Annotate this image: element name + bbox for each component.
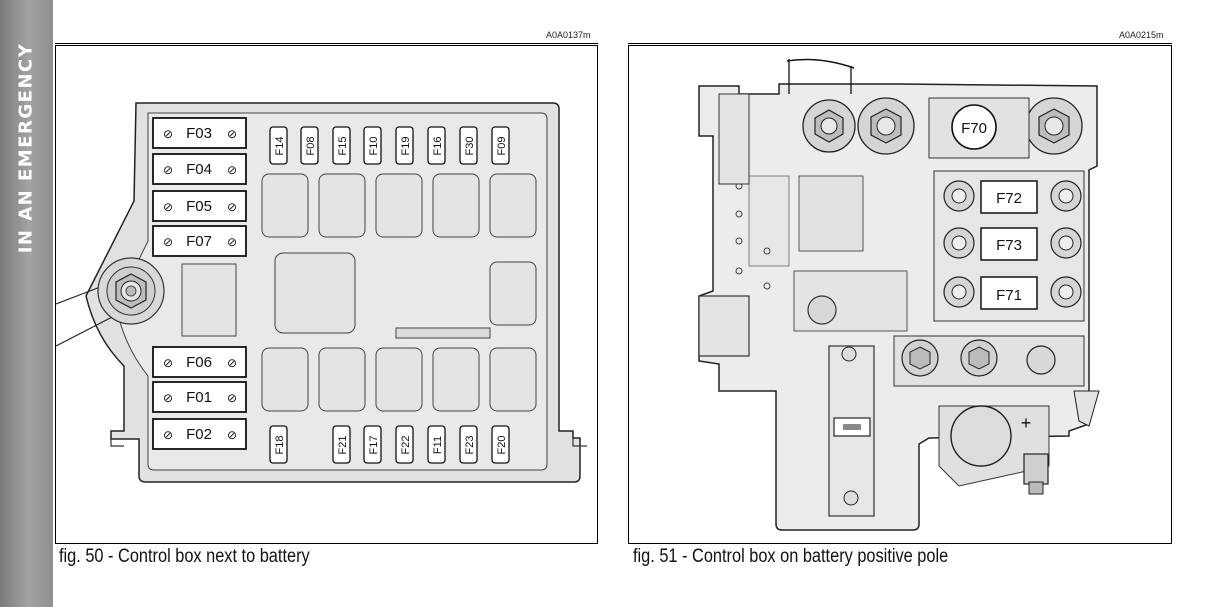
positive-pole-plus: +	[1021, 413, 1032, 433]
svg-text:⊘: ⊘	[227, 428, 237, 442]
fuse-label-f06: F06	[186, 354, 212, 371]
svg-text:⊘: ⊘	[227, 235, 237, 249]
fuse-label-f10: F10	[368, 137, 380, 156]
svg-text:⊘: ⊘	[227, 163, 237, 177]
fuse-label-f07: F07	[186, 233, 212, 250]
fuse-label-f30: F30	[464, 137, 476, 156]
figure-51-caption: fig. 51 - Control box on battery positiv…	[633, 546, 949, 567]
fuse-label-f17: F17	[368, 436, 380, 455]
svg-text:⊘: ⊘	[163, 163, 173, 177]
fuse-label-f71: F71	[996, 287, 1022, 304]
svg-text:⊘: ⊘	[227, 200, 237, 214]
fuse-label-f20: F20	[496, 436, 508, 455]
svg-text:⊘: ⊘	[227, 127, 237, 141]
section-side-tab: IN AN EMERGENCY	[0, 0, 53, 607]
fuse-label-f70: F70	[961, 120, 987, 137]
fuse-row-f73: F73	[943, 227, 1082, 261]
svg-text:⊘: ⊘	[163, 127, 173, 141]
svg-text:⊘: ⊘	[163, 428, 173, 442]
fuse-label-f08: F08	[305, 137, 317, 156]
fuse-label-f15: F15	[337, 137, 349, 156]
figure-50-code: A0A0137m	[546, 30, 591, 40]
figure-51-top-rule	[628, 43, 1172, 44]
figure-50-illustration: ⊘ F03 ⊘ ⊘ F04 ⊘ ⊘ F05 ⊘ ⊘ F07 ⊘ ⊘ F06 ⊘	[55, 102, 587, 483]
figure-50-caption: fig. 50 - Control box next to battery	[59, 546, 310, 567]
fuse-label-f11: F11	[432, 436, 444, 454]
fuse-label-f02: F02	[186, 426, 212, 443]
fuse-label-f03: F03	[186, 125, 212, 142]
svg-text:⊘: ⊘	[163, 391, 173, 405]
figure-51-code: A0A0215m	[1119, 30, 1164, 40]
figure-50-top-rule	[55, 43, 598, 44]
fuse-row-f71: F71	[943, 276, 1082, 310]
fuse-label-f72: F72	[996, 190, 1022, 207]
fuse-label-f04: F04	[186, 161, 212, 178]
left-fuse-f02: ⊘ F02 ⊘	[152, 418, 247, 450]
fuse-label-f09: F09	[496, 137, 508, 156]
fuse-label-f23: F23	[464, 436, 476, 455]
fuse-label-f22: F22	[400, 436, 412, 455]
fuse-label-f16: F16	[432, 137, 444, 156]
fuse-label-f14: F14	[274, 137, 286, 156]
left-fuse-f07: ⊘ F07 ⊘	[152, 225, 247, 257]
left-fuse-f01: ⊘ F01 ⊘	[152, 381, 247, 413]
svg-text:⊘: ⊘	[163, 235, 173, 249]
fuse-label-f19: F19	[400, 137, 412, 156]
fuse-label-f73: F73	[996, 237, 1022, 254]
svg-text:⊘: ⊘	[227, 356, 237, 370]
figure-51-frame: F70 F72 F73 F71	[628, 45, 1172, 544]
svg-text:⊘: ⊘	[163, 200, 173, 214]
top-fuse-row: F14 F08 F15 F10 F19 F16 F30 F09	[269, 126, 510, 165]
left-fuse-f03: ⊘ F03 ⊘	[152, 117, 247, 149]
fuse-label-f01: F01	[186, 389, 212, 406]
svg-text:⊘: ⊘	[227, 391, 237, 405]
left-fuse-f04: ⊘ F04 ⊘	[152, 153, 247, 185]
figure-50-frame: ⊘ F03 ⊘ ⊘ F04 ⊘ ⊘ F05 ⊘ ⊘ F07 ⊘ ⊘ F06 ⊘	[55, 45, 598, 544]
fuse-label-f05: F05	[186, 198, 212, 215]
left-fuse-f05: ⊘ F05 ⊘	[152, 190, 247, 222]
figure-51-illustration: F70 F72 F73 F71	[698, 58, 1100, 531]
section-side-tab-label: IN AN EMERGENCY	[15, 42, 37, 254]
fuse-label-f21: F21	[337, 436, 349, 455]
svg-text:⊘: ⊘	[163, 356, 173, 370]
left-fuse-f06: ⊘ F06 ⊘	[152, 346, 247, 378]
fuse-label-f18: F18	[274, 436, 286, 455]
bottom-fuse-row: F18 F21 F17 F22 F11 F23 F20	[269, 425, 510, 464]
fuse-row-f72: F72	[943, 180, 1082, 214]
